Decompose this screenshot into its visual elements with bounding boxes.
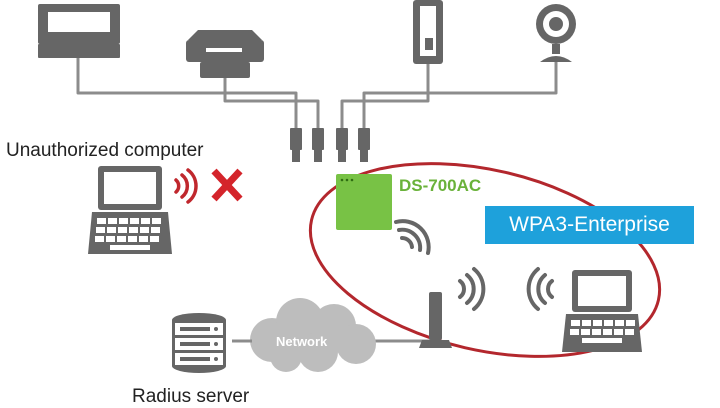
- webcam-icon: [536, 4, 576, 62]
- usb-cables: [76, 56, 558, 343]
- secure-zone-ellipse: [308, 162, 662, 358]
- server-icon: [172, 313, 226, 373]
- usb-plug-icon: [312, 128, 324, 162]
- wifi-waves-icon: [394, 219, 431, 255]
- usb-plugs: [290, 128, 370, 162]
- cable-printer: [76, 56, 298, 128]
- radius-server-label: Radius server: [132, 386, 250, 407]
- device-model-label: DS-700AC: [399, 176, 482, 195]
- network-label: Network: [276, 334, 328, 349]
- unauthorized-computer-label: Unauthorized computer: [6, 140, 204, 161]
- wpa3-badge: [485, 206, 694, 244]
- printer-icon: [38, 4, 120, 58]
- tower-pc-icon: [413, 0, 443, 64]
- wifi-waves-icon: [526, 267, 554, 311]
- cable-tower: [340, 64, 430, 128]
- wifi-waves-icon: [174, 168, 198, 204]
- security-mode-label: WPA3-Enterprise: [509, 213, 670, 236]
- device-server-icon: [336, 174, 392, 230]
- cloud-icon: [250, 298, 376, 372]
- laptop-icon: [562, 270, 642, 352]
- scanner-icon: [186, 30, 264, 78]
- usb-plug-icon: [290, 128, 302, 162]
- cable-webcam: [362, 62, 558, 128]
- laptop-icon: [88, 166, 172, 254]
- cable-scanner: [223, 78, 320, 128]
- wifi-waves-icon: [458, 267, 486, 311]
- blocked-x-icon: [211, 168, 243, 202]
- usb-plug-icon: [358, 128, 370, 162]
- usb-plug-icon: [336, 128, 348, 162]
- antenna-icon: [419, 292, 452, 348]
